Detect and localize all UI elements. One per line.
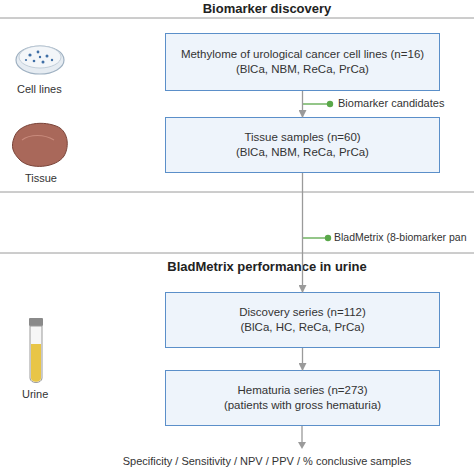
branch-label: BladMetrix (8-biomarker pan — [334, 231, 466, 244]
leader-dot — [327, 101, 333, 107]
box-detail: (patients with gross hematuria) — [224, 398, 381, 413]
flow-arrow — [302, 348, 303, 370]
tissue-icon — [12, 123, 67, 166]
section-divider — [0, 18, 474, 19]
process-box: Tissue samples (n=60)(BlCa, NBM, ReCa, P… — [165, 117, 440, 173]
icon-label: Urine — [22, 388, 48, 401]
box-heading: Tissue samples (n=60) — [244, 130, 360, 145]
section-divider — [0, 253, 474, 254]
petri-dish-icon — [16, 46, 64, 74]
process-box: Discovery series (n=112)(BlCa, HC, ReCa,… — [165, 292, 440, 348]
leader-dot — [325, 235, 331, 241]
box-heading: Discovery series (n=112) — [239, 305, 366, 320]
process-box: Hematuria series (n=273)(patients with g… — [165, 370, 440, 426]
flow-arrow — [302, 91, 303, 117]
box-detail: (BlCa, NBM, ReCa, PrCa) — [236, 145, 369, 160]
outcome-arrow — [301, 426, 302, 444]
icon-label: Tissue — [25, 172, 57, 185]
leader-line — [302, 103, 330, 104]
section-divider — [0, 192, 474, 193]
outcome-arrowhead — [298, 442, 306, 449]
box-heading: Methylome of urological cancer cell line… — [181, 47, 424, 62]
box-detail: (BlCa, NBM, ReCa, PrCa) — [236, 62, 369, 77]
outcome-text: Specificity / Sensitivity / NPV / PPV / … — [0, 455, 474, 468]
box-detail: (BlCa, HC, ReCa, PrCa) — [241, 320, 365, 335]
section-heading: BladMetrix performance in urine — [0, 259, 474, 274]
flow-arrow — [302, 173, 303, 292]
process-box: Methylome of urological cancer cell line… — [165, 33, 440, 91]
box-heading: Hematuria series (n=273) — [237, 383, 367, 398]
branch-label: Biomarker candidates — [338, 97, 444, 110]
icon-label: Cell lines — [17, 83, 62, 96]
tissue-icon — [22, 136, 54, 141]
urine-tube-icon — [29, 318, 43, 383]
leader-line — [302, 237, 328, 238]
section-heading: Biomarker discovery — [0, 1, 474, 16]
